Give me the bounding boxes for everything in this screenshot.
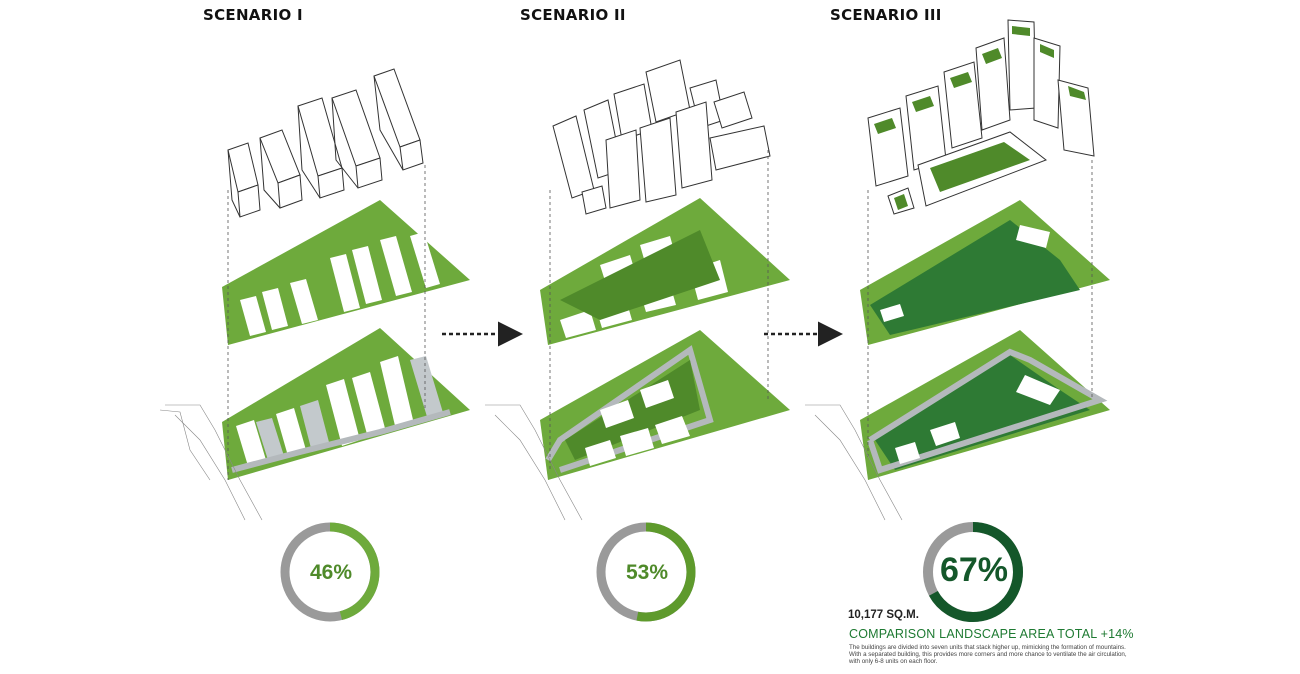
scenario-3-title: SCENARIO III <box>830 6 942 24</box>
scenario-3-upper-plan <box>860 200 1110 345</box>
scenario-1-massing <box>227 68 424 218</box>
landscape-percent-donuts <box>280 522 1023 622</box>
landscape-area-value: 10,177 SQ.M. <box>848 609 919 621</box>
scenario-2-title: SCENARIO II <box>520 6 626 24</box>
scenario-3-massing <box>867 19 1095 215</box>
comparison-caption: COMPARISON LANDSCAPE AREA TOTAL +14% <box>849 627 1134 641</box>
scenario-2-massing <box>552 59 771 215</box>
scenario-1-title: SCENARIO I <box>203 6 303 24</box>
scenario-3-ground-plan <box>860 330 1110 480</box>
description-note: The buildings are divided into seven uni… <box>849 644 1127 666</box>
donut-1-landscape-arc <box>280 522 380 622</box>
scenario-2-percent: 53% <box>625 561 669 584</box>
donut-3-landscape-arc <box>923 522 1023 622</box>
scenario-1-percent: 46% <box>309 561 353 584</box>
donut-2-landscape-arc <box>596 522 696 622</box>
scenario-1-upper-plan <box>222 200 470 345</box>
scenario-1-ground-plan <box>222 328 470 480</box>
scenario-2-guides <box>549 150 769 470</box>
scenario-1-street-context <box>159 404 263 521</box>
scenario-3-percent: 67% <box>939 551 1009 589</box>
scenario-2-upper-plan <box>540 198 790 345</box>
scenario-1-guides <box>227 165 426 480</box>
scenario-2-street-context <box>485 404 583 521</box>
scenario-3-guides <box>867 160 1093 460</box>
scenario-2-ground-plan <box>540 330 790 480</box>
scenario-3-street-context <box>805 404 903 521</box>
